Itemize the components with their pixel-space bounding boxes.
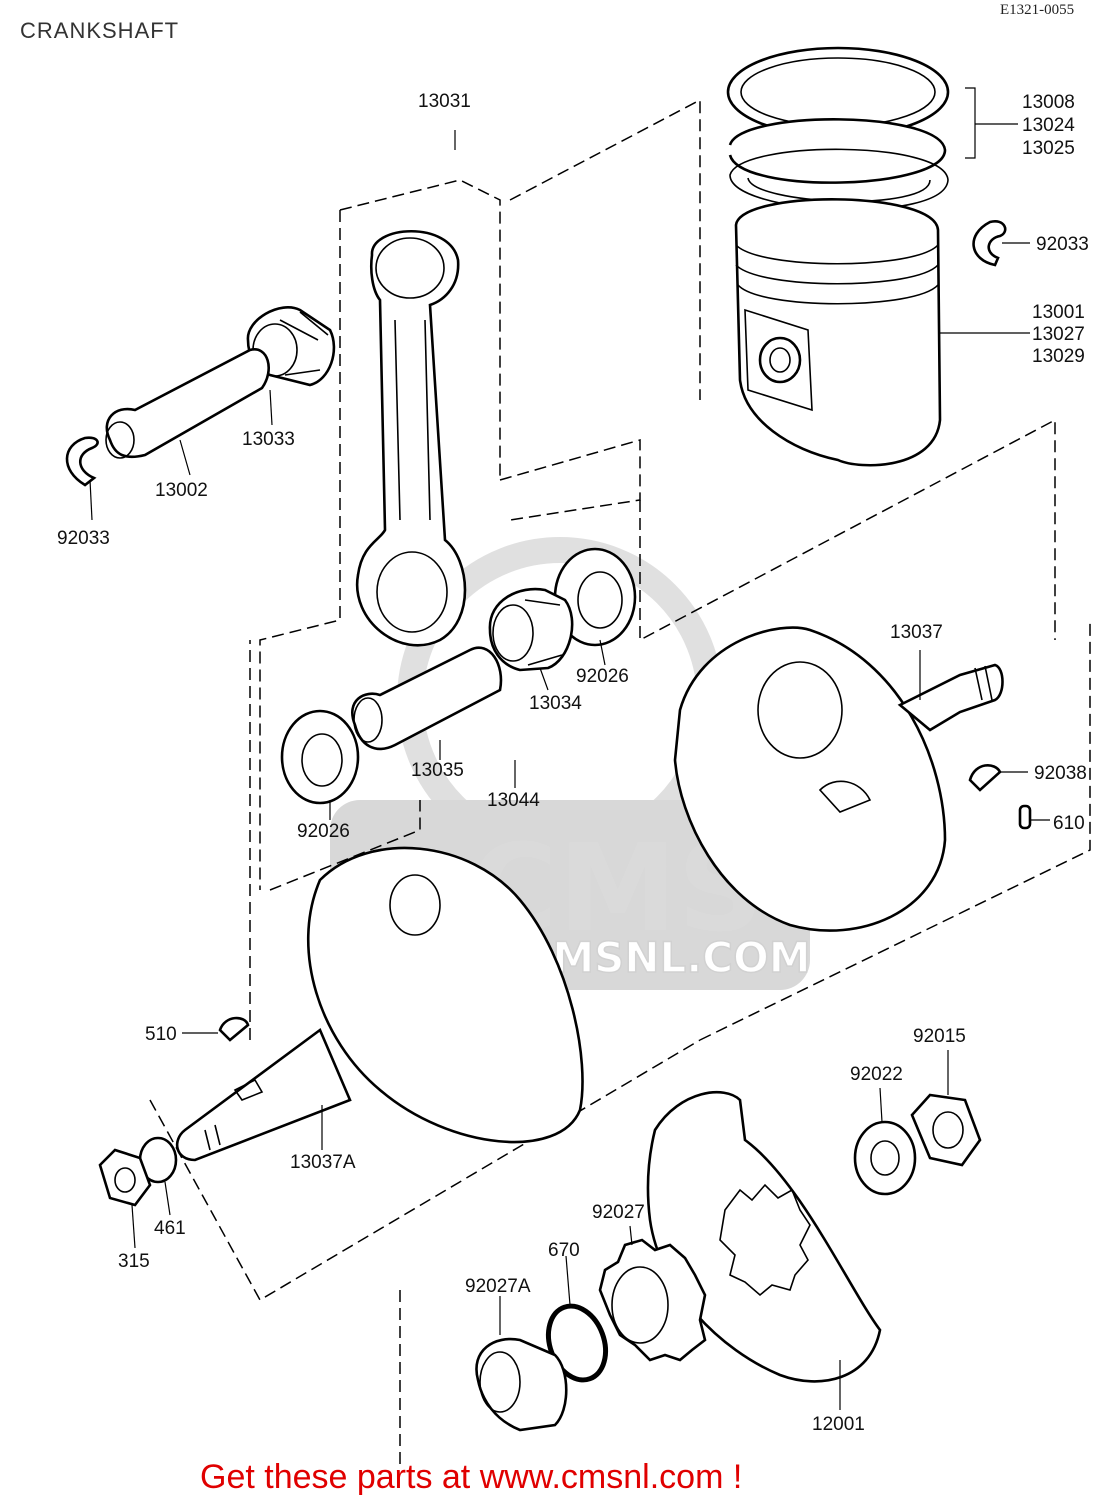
label-92022: 92022 — [850, 1064, 903, 1085]
nut-315 — [98, 1148, 152, 1207]
leader-lines — [89, 87, 1050, 1410]
label-13035: 13035 — [411, 760, 464, 781]
crank-pin — [351, 646, 503, 751]
label-13027: 13027 — [1032, 324, 1085, 345]
piston-rings — [726, 46, 950, 211]
label-13033: 13033 — [242, 429, 295, 450]
nut-92015 — [910, 1093, 982, 1167]
label-13044: 13044 — [487, 790, 540, 811]
label-13008: 13008 — [1022, 92, 1075, 113]
label-13001: 13001 — [1032, 302, 1085, 323]
label-92033-top: 92033 — [1036, 234, 1089, 255]
label-92038: 92038 — [1034, 763, 1087, 784]
connecting-rod — [355, 230, 467, 647]
piston — [734, 198, 942, 467]
label-92015: 92015 — [913, 1026, 966, 1047]
footer-link-text[interactable]: Get these parts at www.cmsnl.com ! — [200, 1458, 742, 1496]
diagram-code: E1321-0055 — [1000, 2, 1074, 18]
label-670: 670 — [548, 1240, 580, 1261]
piston-pin — [105, 348, 270, 459]
woodruff-key-92038 — [968, 764, 1002, 792]
crank-half-left — [175, 846, 584, 1162]
label-12001: 12001 — [812, 1414, 865, 1435]
label-510: 510 — [145, 1024, 177, 1045]
crank-half-right — [673, 626, 1004, 932]
label-315: 315 — [118, 1251, 150, 1272]
label-13025: 13025 — [1022, 138, 1075, 159]
label-13031: 13031 — [418, 91, 471, 112]
label-13037: 13037 — [890, 622, 943, 643]
label-92027: 92027 — [592, 1202, 645, 1223]
label-92026-right: 92026 — [576, 666, 629, 687]
woodruff-key-510 — [218, 1016, 250, 1042]
part-labels: 13031 13008 13024 13025 92033 13001 1302… — [57, 91, 1089, 1435]
sprocket — [598, 1238, 707, 1362]
circlip-left — [65, 436, 99, 487]
label-13034: 13034 — [529, 693, 582, 714]
label-92026-left: 92026 — [297, 821, 350, 842]
circlip-right — [972, 220, 1007, 267]
label-461: 461 — [154, 1218, 186, 1239]
label-92027A: 92027A — [465, 1276, 531, 1297]
collar — [475, 1337, 568, 1432]
label-13037A: 13037A — [290, 1152, 356, 1173]
label-13024: 13024 — [1022, 115, 1075, 136]
big-end-bearing — [488, 587, 574, 672]
label-610: 610 — [1053, 813, 1085, 834]
label-13002: 13002 — [155, 480, 208, 501]
washer-92022 — [853, 1120, 917, 1196]
label-92033-left: 92033 — [57, 528, 110, 549]
label-13029: 13029 — [1032, 346, 1085, 367]
dowel-pin-610 — [1018, 804, 1032, 830]
page-title: CRANKSHAFT — [20, 18, 179, 43]
thrust-washer-left — [280, 709, 360, 805]
rotor-plate — [646, 1090, 882, 1383]
